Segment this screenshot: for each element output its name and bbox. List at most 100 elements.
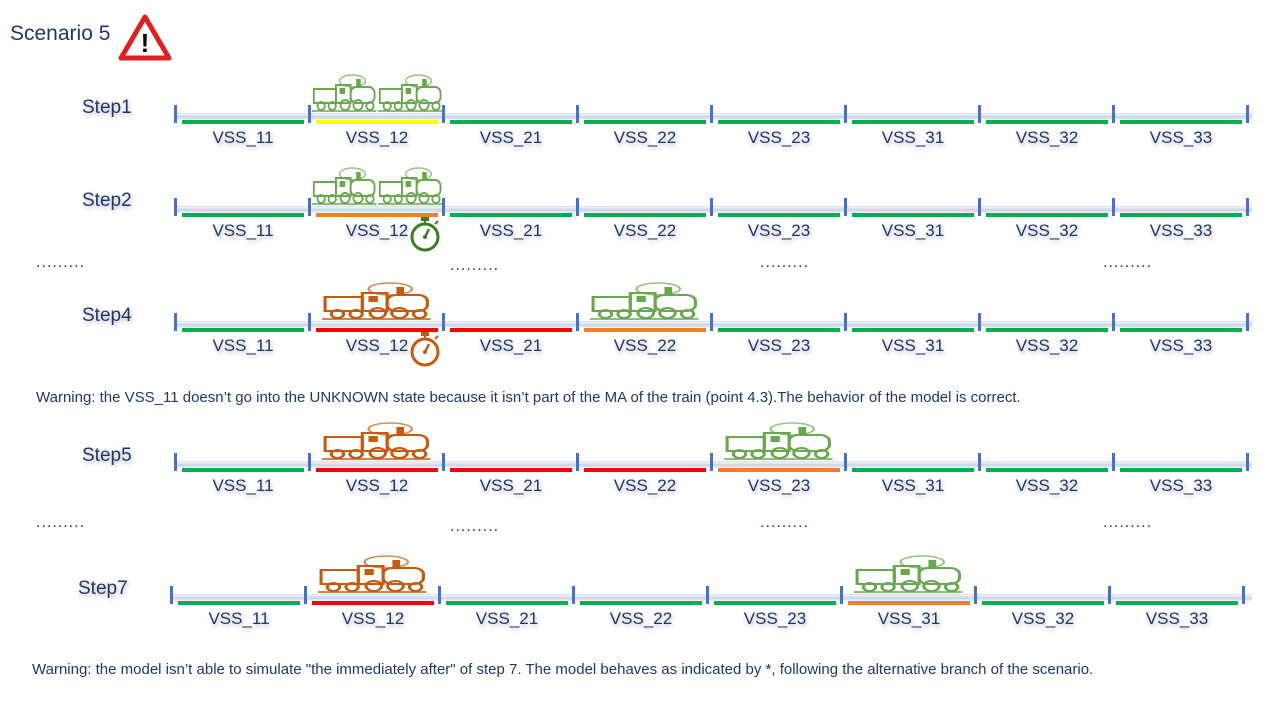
vss-state-free — [584, 213, 706, 217]
vss-label: VSS_11 — [212, 128, 274, 147]
vss-state-free — [182, 468, 304, 472]
track-tick — [974, 586, 977, 604]
ellipsis: ......... — [1103, 514, 1153, 531]
green-train-icon — [724, 421, 834, 466]
vss-state-free — [1120, 328, 1242, 332]
vss-state-free — [718, 213, 840, 217]
vss-state-free — [446, 601, 568, 605]
vss-state-free — [986, 120, 1108, 124]
track-tick — [1108, 586, 1111, 604]
track-tick — [174, 105, 177, 123]
track-tick — [710, 453, 713, 471]
vss-state-occupied — [584, 468, 706, 472]
vss-label: VSS_23 — [743, 609, 807, 628]
vss-state-free — [178, 601, 300, 605]
track-tick — [170, 586, 173, 604]
track-tick — [1246, 313, 1249, 331]
vss-label: VSS_23 — [747, 336, 811, 355]
vss-label: VSS_31 — [881, 476, 945, 495]
track-tick — [710, 313, 713, 331]
vss-state-free — [982, 601, 1104, 605]
vss-state-occupied — [316, 468, 438, 472]
track-line — [176, 461, 1252, 468]
track-tick — [1112, 105, 1115, 123]
vss-label: VSS_32 — [1015, 128, 1079, 147]
track-tick — [710, 198, 713, 216]
orange-train-icon — [318, 554, 428, 599]
track-tick — [572, 586, 575, 604]
vss-label: VSS_22 — [613, 221, 677, 240]
vss-state-ambiguous — [718, 468, 840, 472]
vss-state-free — [450, 120, 572, 124]
green-train-icon — [312, 166, 443, 211]
track-tick — [576, 198, 579, 216]
vss-state-free — [1120, 468, 1242, 472]
vss-label: VSS_32 — [1015, 221, 1079, 240]
vss-label: VSS_21 — [479, 476, 543, 495]
track-tick — [1112, 313, 1115, 331]
scenario-title: Scenario 5 — [10, 22, 111, 45]
step-label: Step4 — [82, 305, 132, 326]
vss-state-free — [1120, 120, 1242, 124]
track-tick — [442, 453, 445, 471]
track-tick — [442, 198, 445, 216]
ellipsis: ......... — [450, 518, 500, 535]
track-tick — [844, 313, 847, 331]
vss-state-occupied — [316, 328, 438, 332]
track-tick — [706, 586, 709, 604]
track-tick — [308, 105, 311, 123]
vss-state-occupied — [450, 328, 572, 332]
track-tick — [174, 453, 177, 471]
ellipsis: ......... — [760, 514, 810, 531]
ellipsis: ......... — [36, 514, 86, 531]
track-tick — [1112, 198, 1115, 216]
vss-label: VSS_23 — [747, 128, 811, 147]
track-tick — [576, 105, 579, 123]
track-tick — [308, 453, 311, 471]
vss-label: VSS_33 — [1149, 336, 1213, 355]
track-tick — [1242, 586, 1245, 604]
step-label: Step7 — [78, 578, 128, 599]
vss-state-free — [580, 601, 702, 605]
vss-state-free — [450, 213, 572, 217]
vss-label: VSS_31 — [877, 609, 941, 628]
vss-state-free — [584, 120, 706, 124]
track-tick — [308, 198, 311, 216]
vss-label: VSS_21 — [479, 128, 543, 147]
track-tick — [978, 105, 981, 123]
warning-text: Warning: the model isn’t able to simulat… — [32, 661, 1094, 678]
orange-train-icon — [322, 281, 432, 326]
vss-label: VSS_32 — [1015, 476, 1079, 495]
warning-text: Warning: the VSS_11 doesn’t go into the … — [36, 389, 1021, 406]
vss-label: VSS_32 — [1015, 336, 1079, 355]
vss-state-free — [714, 601, 836, 605]
vss-state-occupied — [450, 468, 572, 472]
vss-state-free — [182, 213, 304, 217]
ellipsis: ......... — [760, 254, 810, 271]
vss-state-free — [852, 468, 974, 472]
track-tick — [840, 586, 843, 604]
vss-state-unknown — [316, 120, 438, 124]
vss-state-ambiguous — [316, 213, 438, 217]
vss-state-occupied — [312, 601, 434, 605]
vss-state-free — [986, 468, 1108, 472]
vss-state-free — [718, 120, 840, 124]
vss-label: VSS_11 — [212, 476, 274, 495]
vss-state-free — [852, 328, 974, 332]
svg-text:!: ! — [141, 28, 150, 58]
track-tick — [174, 198, 177, 216]
green-train-icon — [854, 554, 964, 599]
vss-label: VSS_11 — [212, 336, 274, 355]
track-tick — [1246, 105, 1249, 123]
track-tick — [978, 453, 981, 471]
track-tick — [174, 313, 177, 331]
vss-state-free — [986, 328, 1108, 332]
green-train-icon — [590, 281, 700, 326]
track-tick — [438, 586, 441, 604]
vss-label: VSS_11 — [208, 609, 270, 628]
vss-label: VSS_12 — [345, 476, 409, 495]
vss-label: VSS_32 — [1011, 609, 1075, 628]
track-tick — [1246, 198, 1249, 216]
warning-triangle-icon: ! — [118, 14, 172, 61]
track-tick — [1112, 453, 1115, 471]
